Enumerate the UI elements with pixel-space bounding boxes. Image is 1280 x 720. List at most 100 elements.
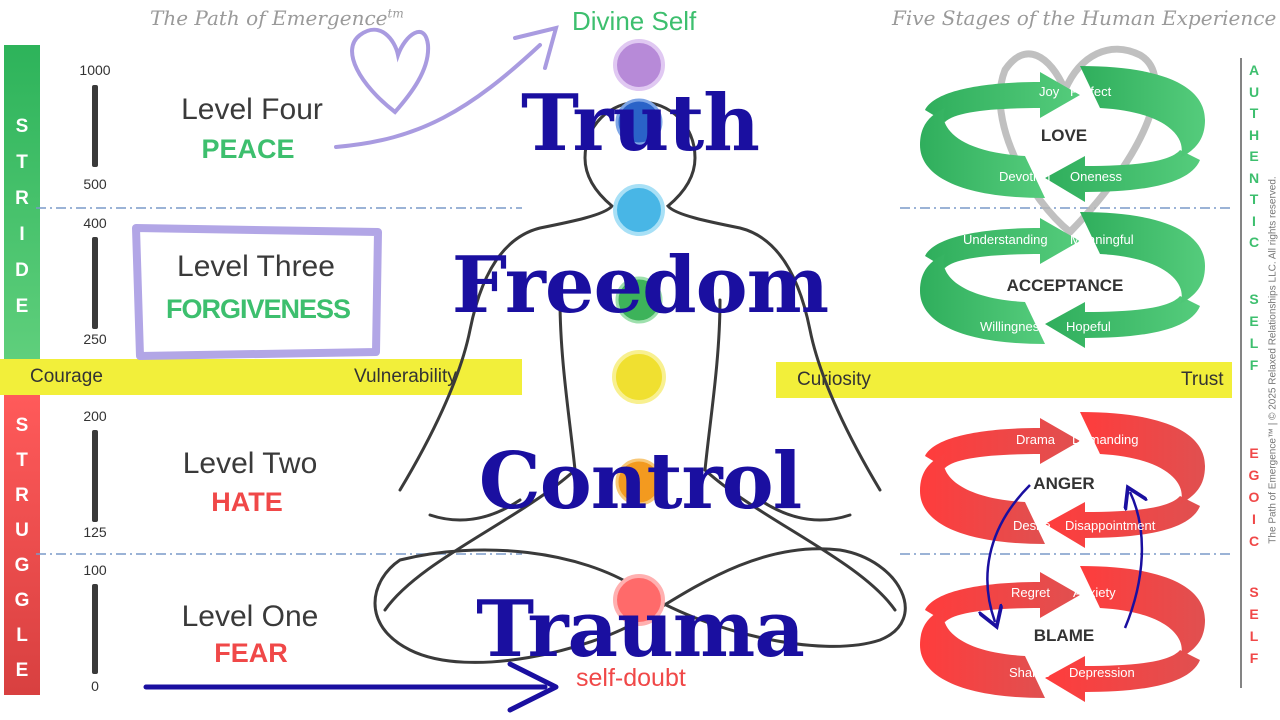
copyright-text: The Path of Emergence™ | © 2025 Relaxed … (1267, 176, 1279, 544)
vertical-letter: L (1249, 335, 1259, 351)
cycle-center-acceptance: ACCEPTANCE (1006, 276, 1124, 295)
cycle-arrow-up (1125, 492, 1142, 629)
vertical-letter: T (16, 450, 28, 471)
level-three-highlight-box (132, 224, 382, 360)
vertical-letter: O (1248, 489, 1260, 505)
vertical-letter: S (15, 116, 29, 137)
scale-bar (92, 584, 98, 674)
vertical-letter: U (1248, 83, 1260, 100)
self-doubt-label: self-doubt (576, 664, 686, 692)
cycle-label-tr: Demanding (1072, 432, 1139, 447)
vertical-letter: R (15, 485, 29, 506)
curiosity-label: Curiosity (797, 369, 871, 390)
sacral-chakra-icon (615, 458, 663, 506)
vertical-letter: I (1252, 212, 1256, 229)
level-four-emotion: PEACE (201, 134, 295, 164)
love-cycle (920, 66, 1205, 202)
vertical-letter: E (1249, 148, 1259, 164)
level-two-emotion: HATE (211, 487, 283, 517)
cycle-label-tl: Drama (1016, 432, 1056, 447)
level-one-emotion: FEAR (214, 638, 288, 668)
yellow-band-left (0, 359, 522, 395)
trauma-word: Trauma (476, 584, 805, 675)
vertical-letter: G (14, 590, 30, 611)
acceptance-cycle (920, 212, 1205, 348)
level-two-label: Level Two (182, 447, 318, 480)
level-one-label: Level One (181, 600, 319, 633)
scale-250: 250 (83, 331, 107, 347)
crown-chakra-icon (613, 39, 665, 91)
freedom-word: Freedom (451, 240, 829, 331)
yellow-band-right (776, 362, 1232, 398)
cycle-label-br: Hopeful (1066, 319, 1111, 334)
vertical-letter: S (1249, 291, 1259, 307)
vertical-letter: G (14, 555, 30, 576)
scale-100: 100 (83, 562, 107, 578)
level-three-label: Level Three (177, 250, 335, 283)
vertical-letter: I (19, 224, 25, 245)
cycle-label-bl: Devotion (999, 169, 1051, 184)
scale-bar (92, 85, 98, 167)
vertical-letter: L (16, 625, 28, 646)
vertical-letter: C (1248, 234, 1260, 250)
vertical-letter: L (1249, 628, 1259, 644)
cycle-label-tr: Anxiety (1073, 585, 1116, 600)
root-chakra-icon (613, 574, 665, 626)
vertical-letter: E (15, 660, 29, 681)
control-word: Control (478, 436, 803, 527)
cycle-label-tl: Regret (1011, 585, 1051, 600)
cycle-label-br: Disappointment (1065, 518, 1156, 533)
vertical-letter: I (1252, 511, 1256, 527)
solar-plexus-chakra-icon (612, 350, 666, 404)
blame-cycle (920, 566, 1205, 702)
cycle-label-br: Oneness (1070, 169, 1123, 184)
vertical-letter: A (1248, 62, 1260, 78)
stages-title: Five Stages of the Human Experience (892, 6, 1277, 30)
scale-500: 500 (83, 176, 107, 192)
vertical-letter: U (15, 520, 29, 541)
bottom-arrow-head (507, 661, 559, 713)
cycle-center-love: LOVE (1040, 126, 1088, 145)
cycle-label-br: Depression (1069, 665, 1135, 680)
scale-bar (92, 237, 98, 329)
scale-200: 200 (83, 408, 107, 424)
divine-self-label: Divine Self (572, 6, 697, 36)
vertical-letter: T (1249, 191, 1259, 207)
vertical-letter: E (1249, 445, 1259, 461)
cycle-center-anger: ANGER (1033, 474, 1095, 493)
stride-bar (4, 45, 40, 359)
scale-1000: 1000 (79, 62, 111, 78)
vertical-letter: R (15, 188, 29, 209)
path-title: The Path of Emergencetm (150, 6, 404, 30)
cycle-label-bl: Willingness (980, 319, 1046, 334)
scale-0: 0 (91, 678, 99, 694)
heart-chakra-icon (615, 276, 663, 324)
cycle-label-tr: Meaningful (1070, 232, 1134, 247)
scale-400: 400 (83, 215, 107, 231)
anger-cycle (920, 412, 1205, 548)
courage-label: Courage (30, 366, 103, 387)
chakra-column (612, 39, 666, 626)
heart-arrow-doodle (334, 25, 559, 149)
vertical-letter: C (1248, 533, 1260, 549)
vertical-letter: D (15, 260, 29, 281)
cycle-label-bl: Shame (1009, 665, 1051, 680)
throat-chakra-icon (613, 184, 665, 236)
cycle-label-bl: Desire (1013, 518, 1051, 533)
vertical-letter: S (15, 415, 29, 436)
vertical-letter: T (16, 152, 28, 173)
level-three-emotion: FORGIVENESS (165, 294, 351, 324)
truth-word: Truth (521, 78, 760, 169)
struggle-bar (4, 395, 40, 695)
trust-label: Trust (1181, 369, 1224, 390)
level-four-label: Level Four (181, 93, 323, 126)
vertical-letter: G (1248, 467, 1260, 483)
vulnerability-label: Vulnerability (354, 366, 457, 387)
third-eye-chakra-icon (615, 98, 663, 146)
vertical-letter: F (1249, 650, 1259, 666)
cycle-center-blame: BLAME (1033, 626, 1095, 645)
vertical-letter: H (1248, 126, 1260, 143)
cycle-arrow-down (987, 484, 1031, 622)
cycle-label-tl: Joy (1039, 84, 1060, 99)
